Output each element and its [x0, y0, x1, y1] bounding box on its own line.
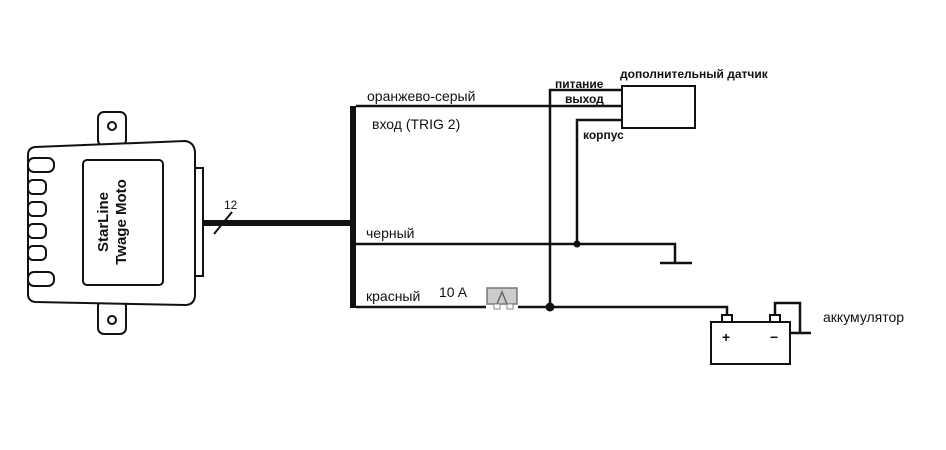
sensor-ground-label: корпус	[583, 128, 624, 142]
fuse-label: 10 A	[439, 284, 468, 300]
sensor-output-label: выход	[565, 92, 604, 106]
mount-hole-icon	[107, 121, 117, 131]
battery-minus: −	[770, 329, 778, 345]
connector	[194, 167, 204, 277]
sensor-ground-wire	[575, 118, 622, 244]
junction-dot	[545, 302, 555, 312]
sensor-power-label: питание	[555, 77, 604, 91]
red-label: красный	[366, 288, 420, 304]
battery-icon	[710, 314, 791, 365]
input-label: вход (TRIG 2)	[372, 116, 460, 132]
wire-count-label: 12	[224, 198, 238, 212]
module-model: Twage Moto	[113, 179, 130, 265]
sensor-title: дополнительный датчик	[620, 67, 769, 81]
cooling-fins	[27, 157, 55, 287]
sensor-box	[621, 85, 696, 129]
alarm-module	[27, 111, 204, 335]
black-wire	[356, 242, 677, 263]
module-brand: StarLine	[95, 192, 112, 252]
module-label-panel	[82, 159, 164, 286]
sensor-power-wire	[548, 88, 622, 307]
wire-bus	[350, 106, 356, 308]
battery-label: аккумулятор	[823, 309, 904, 325]
battery-plus: +	[722, 329, 730, 345]
junction-dot	[573, 240, 581, 248]
red-wire-2	[518, 305, 729, 315]
fuse-icon	[486, 287, 518, 310]
black-label: черный	[366, 225, 414, 241]
wire-count-tick	[213, 211, 233, 235]
battery-minus-wire	[773, 301, 802, 333]
mount-hole-icon	[107, 315, 117, 325]
orange-gray-label: оранжево-серый	[367, 88, 475, 104]
